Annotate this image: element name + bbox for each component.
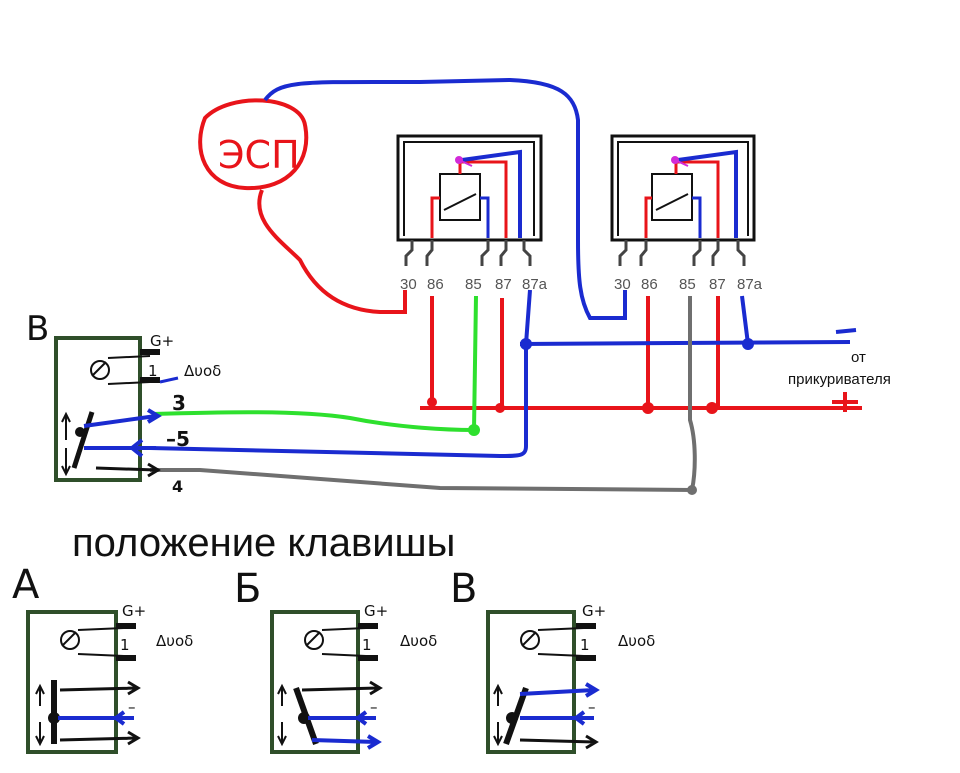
wiper-icon (90, 360, 110, 380)
wire-esp-red (257, 189, 407, 314)
wire-blue-bus (149, 289, 851, 459)
relay1-pin-87a: 87a (522, 276, 548, 293)
relay1-pin-30: 30 (400, 276, 417, 293)
main-pin5: –5 (166, 427, 190, 451)
positions-title: положение клавишы (72, 521, 455, 565)
relay1-pin-85: 85 (465, 276, 482, 293)
relay-2: 30 86 85 87 87a (610, 134, 763, 293)
position-a-minus: – (128, 698, 136, 716)
rocker-key-icon (48, 680, 60, 744)
rocker-key-icon (293, 686, 319, 746)
position-a-letter: А (12, 562, 40, 608)
relay2-pin-86: 86 (641, 276, 658, 293)
wire-green (151, 295, 478, 433)
main-pin4: 4 (172, 477, 183, 496)
main-switch-letter: В (26, 309, 49, 349)
main-pin3: 3 (172, 391, 186, 415)
main-switch: В G+ 1 Δυοδ 3 –5 4 (26, 309, 221, 496)
main-g-label: G+ (150, 332, 174, 350)
relay1-pin-87: 87 (495, 276, 512, 293)
relay2-pin-30: 30 (614, 276, 631, 293)
supply-from-line1: от (851, 349, 866, 366)
position-b-one-label: 1 (362, 636, 372, 654)
position-a-one-label: 1 (120, 636, 130, 654)
position-v-one-label: 1 (580, 636, 590, 654)
position-a-g-label: G+ (122, 602, 146, 620)
wiper-icon (304, 630, 324, 650)
relay1-pin-86: 86 (427, 276, 444, 293)
main-one-label: 1 (148, 362, 158, 380)
esp-label: ЭСП (218, 133, 300, 177)
esp-outline (198, 98, 309, 191)
position-a-diod-label: Δυοδ (156, 632, 193, 650)
main-diod-label: Δυοδ (184, 362, 221, 380)
position-v: В G+ 1 Δυοδ – (450, 566, 655, 754)
minus-sign (835, 328, 857, 334)
wiper-icon (60, 630, 80, 650)
position-v-diod-label: Δυοδ (618, 632, 655, 650)
position-b-letter: Б (234, 566, 261, 612)
position-b-g-label: G+ (364, 602, 388, 620)
position-b: Б G+ 1 Δυοδ – (234, 566, 437, 754)
position-v-letter: В (450, 566, 477, 612)
position-b-minus: – (370, 698, 378, 716)
wire-esp-blue (263, 77, 627, 320)
relay-coil-icon (439, 173, 481, 221)
esp-module: ЭСП (198, 98, 309, 191)
position-v-minus: – (588, 698, 596, 716)
rocker-key-icon (61, 411, 95, 477)
position-b-diod-label: Δυοδ (400, 632, 437, 650)
supply-from-line2: прикуривателя (788, 371, 891, 388)
rocker-key-icon (503, 686, 529, 746)
position-a: А G+ 1 Δυοδ – (12, 562, 193, 754)
relay-coil-icon (651, 173, 693, 221)
position-v-g-label: G+ (582, 602, 606, 620)
plus-sign (832, 392, 858, 412)
relay2-pin-85: 85 (679, 276, 696, 293)
relay2-pin-87a: 87a (737, 276, 763, 293)
relay-1: 30 86 85 87 87a (396, 134, 548, 293)
wiper-icon (520, 630, 540, 650)
wire-red-bus (420, 296, 862, 410)
wire-gray (150, 296, 697, 493)
relay2-pin-87: 87 (709, 276, 726, 293)
